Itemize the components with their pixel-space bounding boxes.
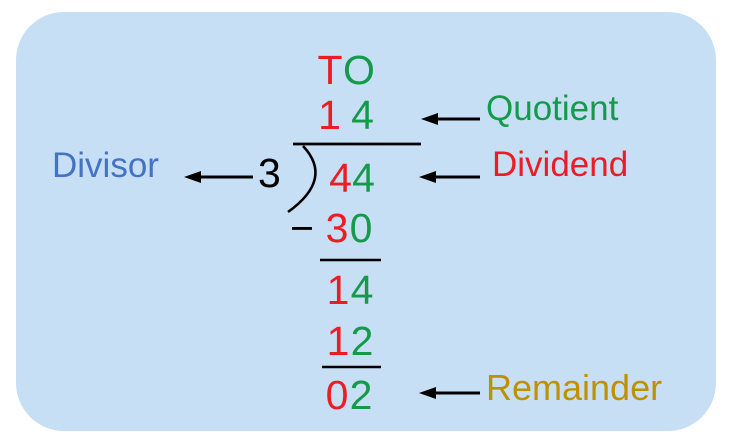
product1-digits: 3 0 xyxy=(325,208,373,249)
place-value-header: T O xyxy=(317,47,375,93)
remainder-label: Remainder xyxy=(486,367,663,408)
divisor-value: 3 xyxy=(258,150,281,196)
product2-ones-digit: 2 xyxy=(350,318,374,364)
quotient-digits: 1 4 xyxy=(313,95,379,136)
divisor-label: Divisor xyxy=(52,146,159,185)
remainder-ones-digit: 2 xyxy=(349,372,373,418)
remainder-arrow-icon xyxy=(419,387,480,399)
dividend-label: Dividend xyxy=(492,145,629,184)
difference-ones-digit: 4 xyxy=(350,267,374,313)
quotient-arrow-icon xyxy=(421,113,480,125)
division-bracket xyxy=(287,145,317,214)
panel-background xyxy=(16,12,716,431)
dividend-digits: 4 4 xyxy=(329,158,375,199)
dividend-ones-digit: 4 xyxy=(352,155,375,201)
remainder-digits: 0 2 xyxy=(325,375,373,416)
divisor-arrow-icon xyxy=(184,171,253,183)
place-value-tens-label: T xyxy=(317,47,343,93)
place-value-ones-label: O xyxy=(343,47,375,93)
quotient-ones-digit: 4 xyxy=(351,92,374,138)
difference-tens-digit: 1 xyxy=(326,267,350,313)
minus-sign: − xyxy=(290,205,314,251)
product2-tens-digit: 1 xyxy=(326,318,350,364)
difference-digits: 1 4 xyxy=(326,270,374,311)
remainder-tens-digit: 0 xyxy=(325,372,349,418)
product1-ones-digit: 0 xyxy=(349,205,373,251)
dividend-tens-digit: 4 xyxy=(329,155,352,201)
dividend-arrow-icon xyxy=(419,171,480,183)
product2-digits: 1 2 xyxy=(326,321,374,362)
quotient-tens-digit: 1 xyxy=(318,92,341,138)
quotient-label: Quotient xyxy=(486,89,619,128)
product1-tens-digit: 3 xyxy=(325,205,349,251)
